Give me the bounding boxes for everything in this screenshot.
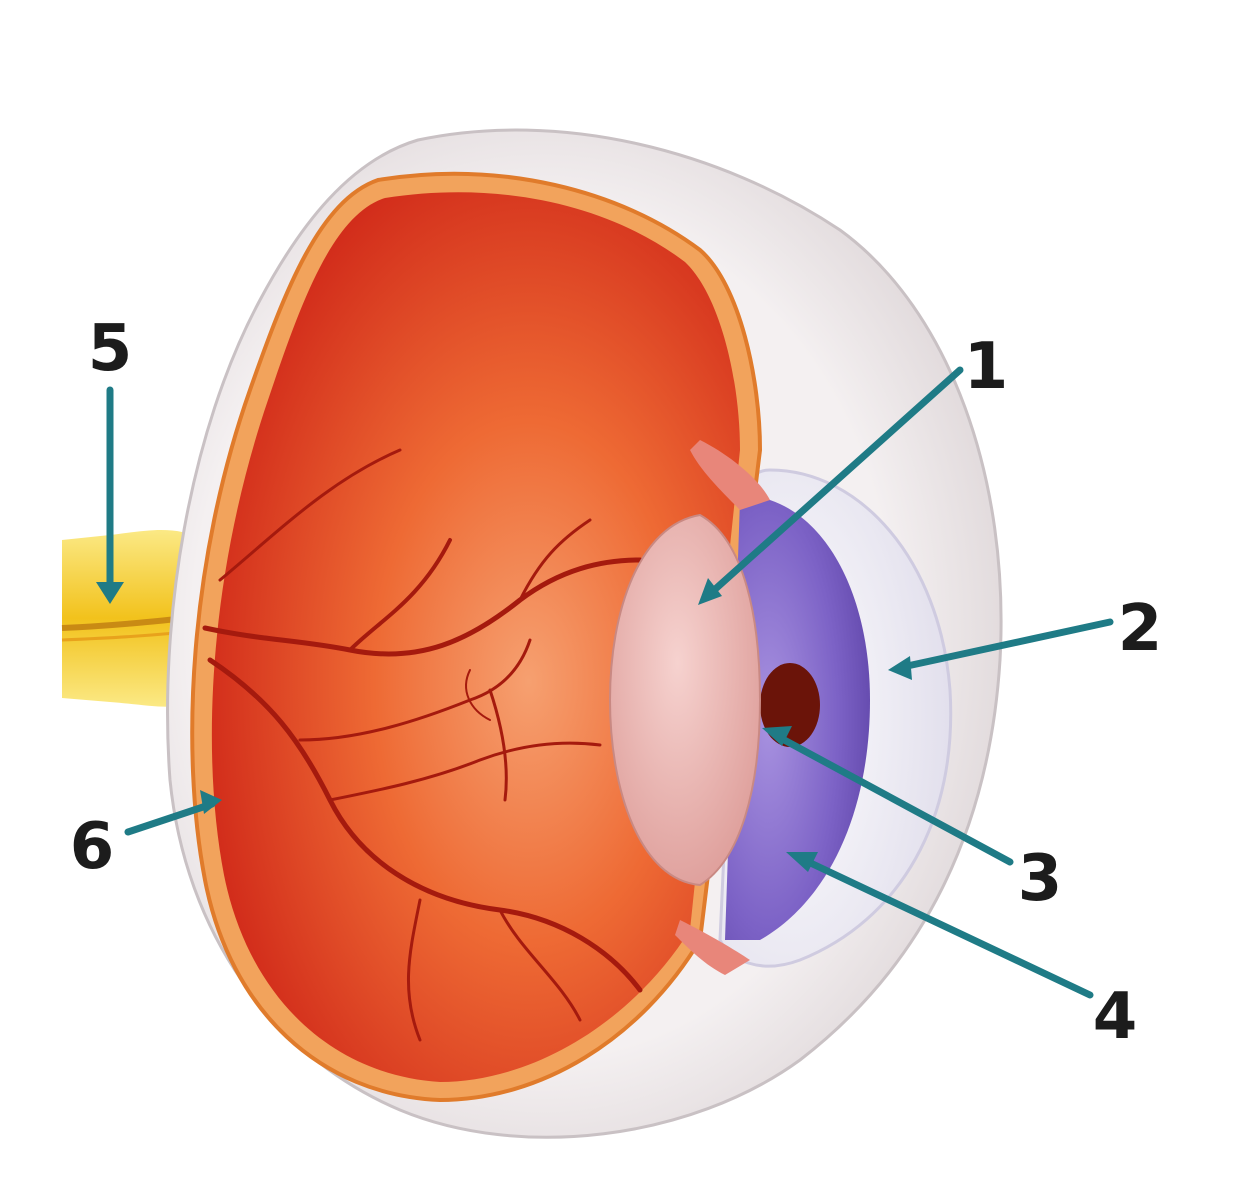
vitreous-body (211, 192, 740, 1082)
arrowhead-1 (698, 578, 722, 605)
callout-arrow-2 (894, 618, 1114, 672)
callout-label-6: 6 (70, 810, 115, 884)
arrowhead-4 (786, 852, 818, 872)
callout-arrowheads (96, 578, 912, 872)
callout-label-4: 4 (1093, 980, 1138, 1054)
arrowhead-6 (200, 790, 222, 814)
callout-arrow-4 (796, 854, 1094, 999)
callout-label-2: 2 (1118, 592, 1163, 666)
pupil (760, 663, 820, 747)
callout-arrows (106, 366, 1114, 999)
callout-label-5: 5 (88, 312, 133, 386)
arrowhead-2 (888, 656, 912, 680)
callout-labels: 1 2 3 4 5 6 (70, 312, 1163, 1054)
callout-arrow-6 (124, 800, 216, 836)
arrowhead-3 (762, 726, 792, 746)
lens (608, 513, 762, 887)
callout-label-1: 1 (964, 330, 1009, 404)
callout-arrow-1 (708, 366, 964, 596)
callout-arrow-3 (771, 731, 1014, 866)
arrowhead-5 (96, 582, 124, 604)
callout-label-3: 3 (1018, 842, 1063, 916)
ciliary-body (675, 440, 770, 975)
retinal-blood-vessels (202, 448, 643, 1042)
